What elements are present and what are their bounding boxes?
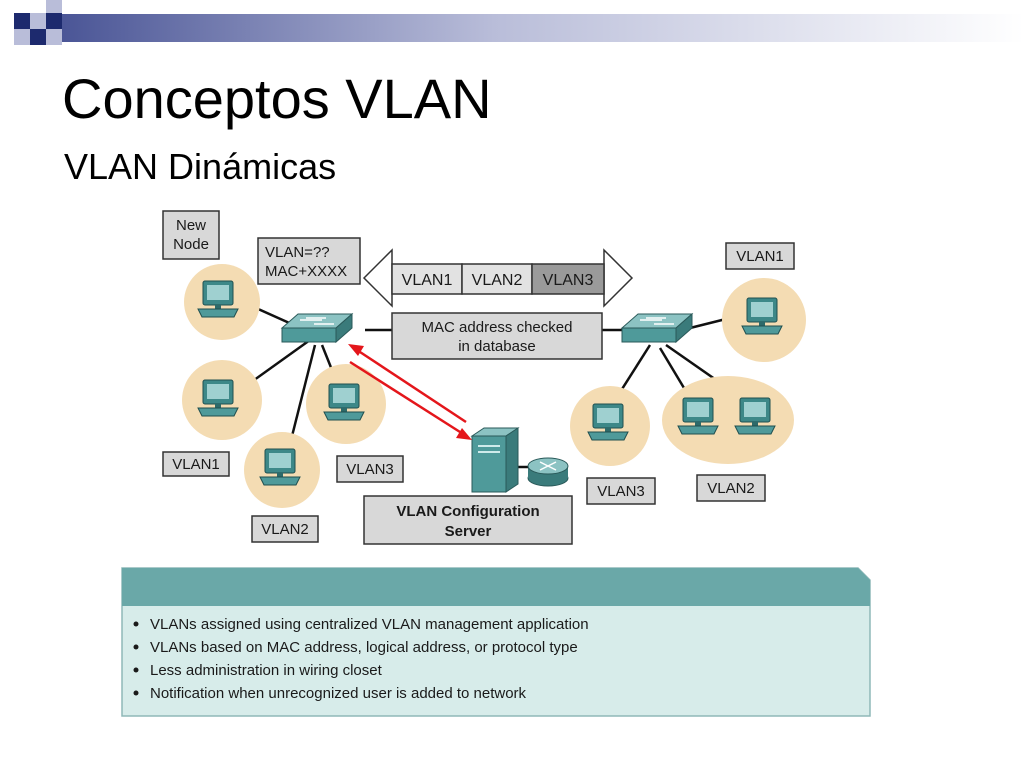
right-vlan2-pc-icon bbox=[677, 397, 719, 435]
new-node-pc-icon bbox=[197, 280, 239, 318]
mac-check-line2: in database bbox=[458, 338, 536, 355]
vlan2-pc-icon bbox=[259, 448, 301, 486]
router-icon bbox=[527, 457, 569, 487]
vlan-query-label-line2: MAC+XXXX bbox=[265, 263, 347, 280]
vlan1-pc-icon bbox=[197, 379, 239, 417]
page-title: Conceptos VLAN bbox=[62, 67, 492, 130]
mac-check-box bbox=[391, 312, 603, 360]
vlan3-pc-icon bbox=[323, 383, 365, 421]
corner-square bbox=[14, 29, 30, 45]
new-node-label-line2: Node bbox=[173, 236, 209, 253]
right-vlan1-pc-icon bbox=[741, 297, 783, 335]
corner-square bbox=[14, 13, 30, 29]
info-box-header bbox=[122, 568, 870, 606]
banner-label-vlan1: VLAN1 bbox=[402, 272, 453, 289]
left-vlan3-label bbox=[336, 455, 404, 483]
info-bullet: Notification when unrecognized user is a… bbox=[150, 685, 527, 702]
info-bullet: VLANs assigned using centralized VLAN ma… bbox=[150, 616, 589, 633]
page-subtitle: VLAN Dinámicas bbox=[64, 146, 337, 187]
corner-square bbox=[46, 29, 62, 45]
vlan-query-label bbox=[257, 237, 361, 285]
right-vlan3-label bbox=[586, 477, 656, 505]
left-vlan2-label bbox=[251, 515, 319, 543]
right-vlan2-label bbox=[696, 474, 766, 502]
new-node-label bbox=[162, 210, 220, 260]
info-bullet: Less administration in wiring closet bbox=[150, 662, 383, 679]
banner-label-vlan2: VLAN2 bbox=[472, 272, 523, 289]
vlan-server-label bbox=[363, 495, 573, 545]
right-vlan1-text: VLAN1 bbox=[736, 248, 784, 265]
query-arrows bbox=[348, 344, 472, 440]
banner-segment-vlan2 bbox=[461, 263, 533, 295]
corner-square bbox=[30, 13, 46, 29]
left-vlan1-label bbox=[162, 451, 230, 477]
vlan-banner: VLAN1 VLAN2 VLAN3 bbox=[362, 248, 634, 308]
banner-label-vlan3: VLAN3 bbox=[543, 272, 594, 289]
banner-segment-vlan3 bbox=[531, 263, 605, 295]
vlan-server-label-line1: VLAN Configuration bbox=[396, 503, 539, 520]
right-switch-icon bbox=[621, 313, 693, 343]
left-vlan2-text: VLAN2 bbox=[261, 521, 309, 538]
banner-right-arrowhead bbox=[603, 248, 634, 308]
corner-square bbox=[46, 13, 62, 29]
banner-segment-vlan1 bbox=[391, 263, 463, 295]
right-vlan2-pc-icon bbox=[734, 397, 776, 435]
corner-decoration bbox=[14, 0, 1024, 45]
vlan-server-icon bbox=[470, 427, 520, 493]
right-vlan2-text: VLAN2 bbox=[707, 480, 755, 497]
vlan-server-label-line2: Server bbox=[445, 523, 492, 540]
corner-square bbox=[46, 0, 62, 13]
mac-check-line1: MAC address checked bbox=[422, 319, 573, 336]
new-node-label-line1: New bbox=[176, 217, 206, 234]
corner-square bbox=[30, 29, 46, 45]
right-vlan1-label bbox=[725, 242, 795, 270]
banner-left-arrowhead bbox=[362, 248, 393, 308]
left-vlan3-text: VLAN3 bbox=[346, 461, 394, 478]
right-vlan3-pc-icon bbox=[587, 403, 629, 441]
info-box: VLANs assigned using centralized VLAN ma… bbox=[121, 567, 871, 717]
right-vlan3-text: VLAN3 bbox=[597, 483, 645, 500]
info-bullet: VLANs based on MAC address, logical addr… bbox=[150, 639, 578, 656]
top-gradient-bar bbox=[60, 14, 1024, 42]
left-vlan1-text: VLAN1 bbox=[172, 456, 220, 473]
left-switch-icon bbox=[281, 313, 353, 343]
vlan-query-label-line1: VLAN=?? bbox=[265, 244, 330, 261]
right-vlan2-halo bbox=[662, 376, 794, 464]
